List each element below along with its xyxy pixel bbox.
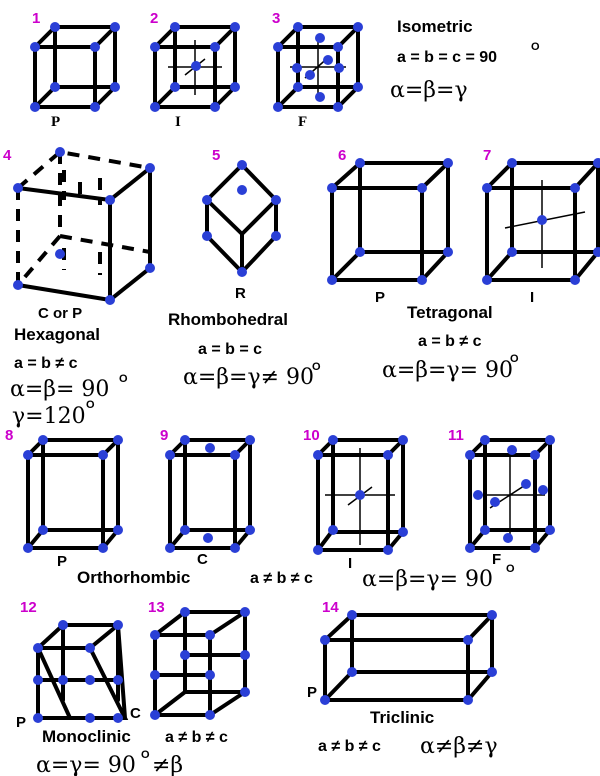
number-12: 12 — [20, 599, 37, 616]
triclinic-name: Triclinic — [370, 708, 434, 727]
atoms — [320, 610, 497, 705]
triclinic-text: Triclinic a ≠ b ≠ c α≠β≠γ — [318, 708, 498, 759]
number-3: 3 — [272, 10, 280, 27]
hexagonal-axes: a = b ≠ c — [14, 355, 78, 372]
cell-3-isometric-f — [273, 22, 363, 112]
isometric-axes: a = b = c = 90 — [397, 49, 497, 66]
tetragonal-axes: a = b ≠ c — [418, 333, 482, 350]
label-f-cubic: F — [298, 114, 307, 130]
number-6: 6 — [338, 147, 346, 164]
atoms — [13, 147, 155, 305]
atoms — [30, 22, 120, 112]
orthorhombic-angles-degree: O — [506, 563, 515, 575]
label-p-orthorhombic: P — [57, 553, 67, 570]
cell-10-orthorhombic-i — [313, 435, 408, 555]
rhombohedral-angles: α=β=γ≠ 90 — [183, 365, 314, 390]
cell-6-tetragonal-p — [327, 158, 453, 285]
rhombohedral-text: Rhombohedral a = b = c α=β=γ≠ 90 O — [168, 310, 321, 390]
label-p-cubic: P — [51, 114, 60, 130]
label-i-tetragonal: I — [530, 289, 534, 306]
label-p-triclinic: P — [307, 684, 317, 701]
tetragonal-text: Tetragonal a = b ≠ c α=β=γ= 90 O — [382, 303, 519, 383]
number-13: 13 — [148, 599, 165, 616]
cell-7-tetragonal-i — [482, 158, 600, 285]
label-r: R — [235, 285, 246, 302]
atoms — [273, 22, 363, 112]
cell-numbers: 1 2 3 4 5 6 7 8 9 10 11 12 13 14 — [3, 10, 491, 616]
monoclinic-text: Monoclinic a ≠ b ≠ c α=γ= 90 O ≠β — [36, 727, 228, 776]
number-5: 5 — [212, 147, 220, 164]
orthorhombic-axes: a ≠ b ≠ c — [250, 570, 313, 587]
atoms — [465, 435, 555, 553]
atoms — [202, 160, 281, 277]
hexagonal-angles: α=β= 90 — [10, 377, 109, 402]
atoms — [313, 435, 408, 555]
monoclinic-axes: a ≠ b ≠ c — [165, 729, 228, 746]
isometric-axes-degree: O — [531, 41, 540, 53]
hexagonal-angles-degree: O — [119, 373, 128, 385]
isometric-name: Isometric — [397, 17, 473, 36]
lattice-labels: P I F C or P R P I P C I F P C P — [16, 114, 534, 731]
orthorhombic-angles: α=β=γ= 90 — [362, 567, 493, 592]
tetragonal-name: Tetragonal — [407, 303, 493, 322]
hexagonal-gamma-degree: O — [86, 399, 95, 411]
cell-9-orthorhombic-c — [165, 435, 255, 553]
monoclinic-name: Monoclinic — [42, 727, 131, 746]
label-f-orthorhombic: F — [492, 551, 501, 568]
atoms — [33, 620, 123, 723]
number-2: 2 — [150, 10, 158, 27]
number-11: 11 — [448, 427, 464, 444]
cell-5-rhombohedral — [202, 160, 281, 277]
cell-13-monoclinic-c — [150, 607, 250, 720]
isometric-angles: α=β=γ — [390, 78, 468, 103]
triclinic-angles: α≠β≠γ — [420, 734, 498, 759]
isometric-text: Isometric a = b = c = 90 O α=β=γ — [390, 17, 540, 103]
cell-4-hexagonal — [13, 147, 155, 305]
orthorhombic-name: Orthorhombic — [77, 568, 190, 587]
number-8: 8 — [5, 427, 13, 444]
cell-14-triclinic — [320, 610, 497, 705]
label-i-orthorhombic: I — [348, 555, 352, 572]
tetragonal-angles: α=β=γ= 90 — [382, 358, 513, 383]
monoclinic-angles-tail: ≠β — [152, 753, 183, 776]
atoms — [150, 607, 250, 720]
label-i-cubic: I — [175, 114, 181, 130]
number-9: 9 — [160, 427, 168, 444]
cell-11-orthorhombic-f — [465, 435, 555, 553]
atoms — [327, 158, 453, 285]
triclinic-axes: a ≠ b ≠ c — [318, 738, 381, 755]
hexagonal-text: Hexagonal a = b ≠ c α=β= 90 O γ=120 O — [10, 325, 128, 429]
hexagonal-gamma: γ=120 — [12, 404, 86, 429]
orthorhombic-text: Orthorhombic a ≠ b ≠ c α=β=γ= 90 O — [77, 563, 515, 592]
number-14: 14 — [322, 599, 339, 616]
rhombohedral-name: Rhombohedral — [168, 310, 288, 329]
number-4: 4 — [3, 147, 12, 164]
atoms — [482, 158, 600, 285]
atoms — [165, 435, 255, 553]
number-10: 10 — [303, 427, 320, 444]
rhombohedral-axes: a = b = c — [198, 341, 262, 358]
cell-2-isometric-i — [150, 22, 240, 112]
atoms — [23, 435, 123, 553]
number-1: 1 — [32, 10, 40, 27]
tetragonal-angles-degree: O — [510, 353, 519, 365]
monoclinic-angles-degree: O — [141, 749, 150, 761]
atoms — [150, 22, 240, 112]
label-p-monoclinic: P — [16, 714, 26, 731]
number-7: 7 — [483, 147, 491, 164]
label-p-tetragonal: P — [375, 289, 385, 306]
label-c-or-p: C or P — [38, 305, 82, 322]
label-c-monoclinic: C — [130, 705, 141, 722]
hexagonal-name: Hexagonal — [14, 325, 100, 344]
cell-8-orthorhombic-p — [23, 435, 123, 553]
monoclinic-angles: α=γ= 90 — [36, 753, 136, 776]
cell-12-monoclinic-p — [33, 620, 129, 723]
cell-1-isometric-p — [30, 22, 120, 112]
label-c-orthorhombic: C — [197, 551, 208, 568]
rhombohedral-angles-degree: O — [312, 361, 321, 373]
